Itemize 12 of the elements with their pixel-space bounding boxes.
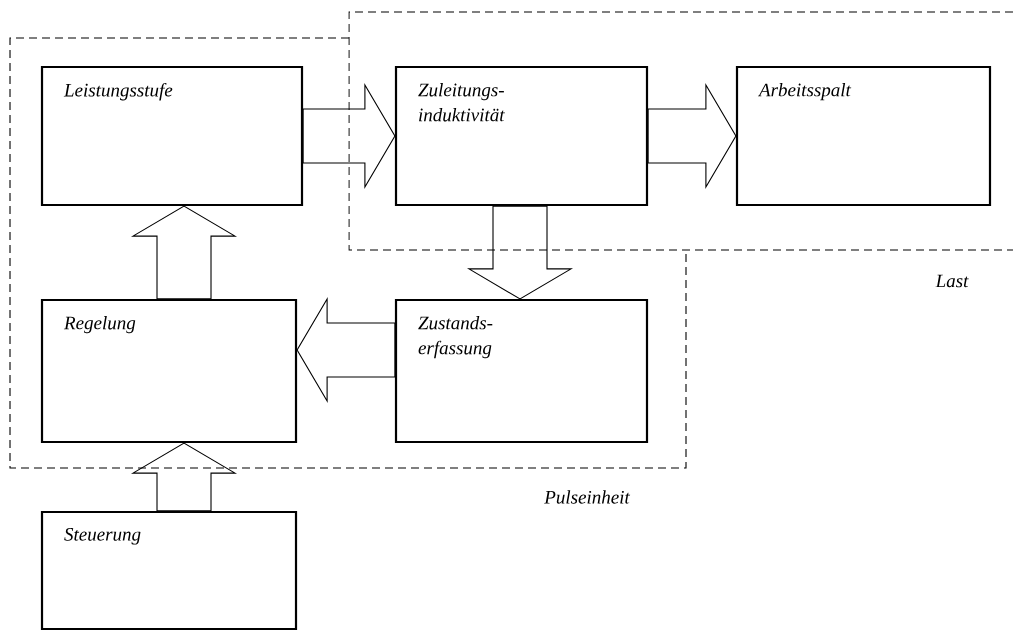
block-arrow bbox=[296, 297, 396, 403]
process-box: Arbeitsspalt bbox=[735, 65, 992, 207]
process-box: Zuleitungs- induktivität bbox=[394, 65, 649, 207]
block-arrow bbox=[302, 83, 396, 189]
process-box: Steuerung bbox=[40, 510, 298, 631]
block-arrow bbox=[131, 205, 238, 300]
process-box: Leistungsstufe bbox=[40, 65, 304, 207]
block-arrow bbox=[131, 442, 238, 512]
process-box: Zustands- erfassung bbox=[394, 298, 649, 444]
block-arrow bbox=[647, 83, 737, 189]
block-arrow bbox=[467, 205, 573, 300]
process-box: Regelung bbox=[40, 298, 298, 444]
